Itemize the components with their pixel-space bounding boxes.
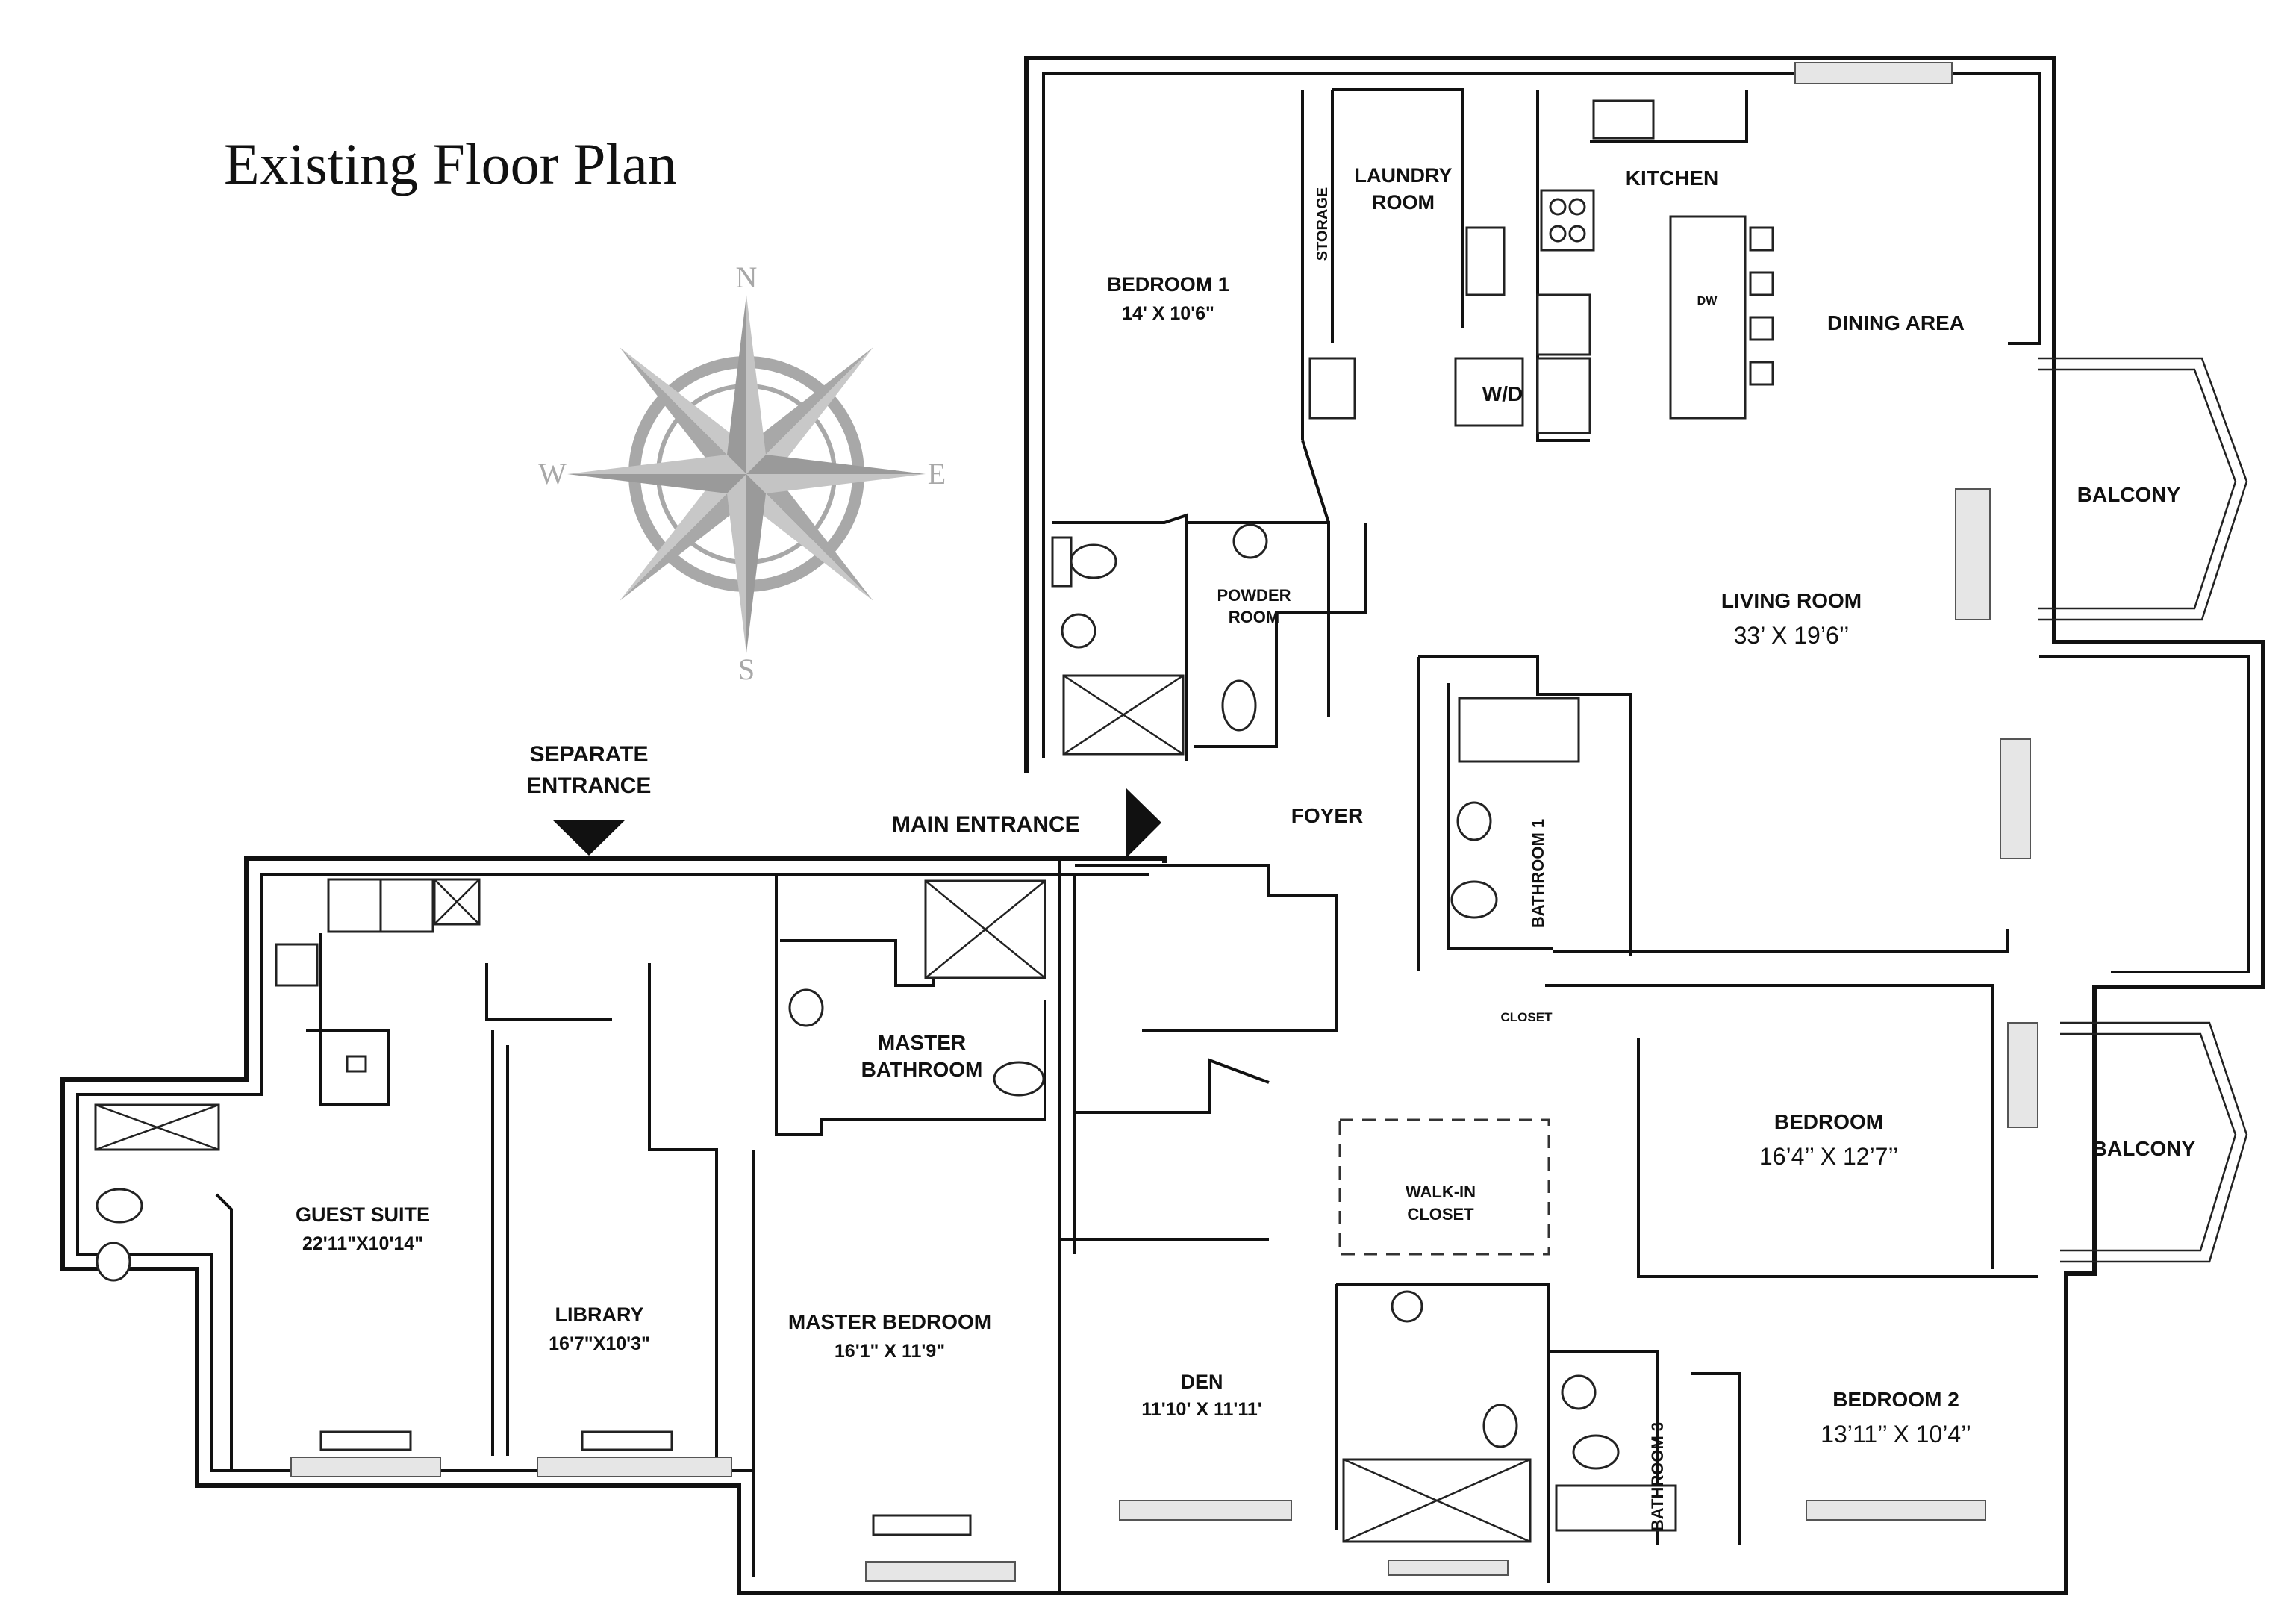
bathroom1-label: BATHROOM 1 bbox=[1529, 819, 1547, 928]
compass-west-label: W bbox=[538, 457, 567, 490]
main-entrance-arrow-icon bbox=[1126, 788, 1161, 859]
exterior-walls bbox=[60, 56, 2265, 1595]
powder-room-label-line2: ROOM bbox=[1229, 608, 1279, 626]
compass-east-label: E bbox=[928, 457, 946, 490]
bathroom3-label: BATHROOM 3 bbox=[1648, 1422, 1667, 1531]
walk-in-closet-label-line2: CLOSET bbox=[1407, 1205, 1474, 1224]
separate-entrance-label-line2: ENTRANCE bbox=[527, 773, 652, 798]
storage-label: STORAGE bbox=[1314, 187, 1331, 261]
den-dims: 11'10' X 11'11' bbox=[1141, 1399, 1261, 1420]
library-label: LIBRARY bbox=[555, 1303, 644, 1326]
separate-entrance-label-line1: SEPARATE bbox=[530, 742, 649, 767]
dishwasher-label: DW bbox=[1697, 295, 1718, 308]
plan-title: Existing Floor Plan bbox=[224, 131, 677, 196]
balcony-lower-label: BALCONY bbox=[2092, 1137, 2196, 1160]
closet-label: CLOSET bbox=[1501, 1010, 1553, 1024]
separate-entrance-arrow-icon bbox=[552, 820, 626, 856]
laundry-label-line1: LAUNDRY bbox=[1355, 164, 1453, 187]
interior-walls bbox=[215, 88, 2038, 1583]
washer-dryer-label: W/D bbox=[1482, 382, 1523, 405]
room-labels: SEPARATE ENTRANCE MAIN ENTRANCE BEDROOM … bbox=[296, 164, 2196, 1531]
master-bedroom-dims: 16'1" X 11'9" bbox=[835, 1341, 945, 1362]
walk-in-closet-label-line1: WALK-IN bbox=[1406, 1183, 1476, 1201]
laundry-label-line2: ROOM bbox=[1372, 191, 1435, 214]
dining-area-label: DINING AREA bbox=[1827, 311, 1965, 334]
balcony-structures bbox=[2038, 357, 2248, 1263]
bedroom-dims: 16’4’’ X 12’7’’ bbox=[1759, 1143, 1898, 1170]
guest-suite-label: GUEST SUITE bbox=[296, 1203, 430, 1226]
compass-south-label: S bbox=[738, 652, 755, 686]
windows bbox=[290, 62, 2038, 1582]
fixtures bbox=[94, 99, 1774, 1543]
master-bathroom-label-line2: BATHROOM bbox=[861, 1058, 983, 1081]
master-bedroom-label: MASTER BEDROOM bbox=[788, 1310, 991, 1333]
guest-suite-dims: 22'11"X10'14" bbox=[302, 1233, 423, 1254]
bedroom2-label: BEDROOM 2 bbox=[1832, 1388, 1959, 1411]
library-dims: 16'7"X10'3" bbox=[549, 1333, 650, 1354]
bedroom1-dims: 14' X 10'6" bbox=[1122, 303, 1214, 324]
balcony-upper-label: BALCONY bbox=[2077, 483, 2181, 506]
powder-room-label-line1: POWDER bbox=[1217, 586, 1291, 605]
foyer-label: FOYER bbox=[1291, 804, 1363, 827]
compass-rose-icon bbox=[567, 295, 926, 653]
master-bathroom-label-line1: MASTER bbox=[878, 1031, 966, 1054]
kitchen-label: KITCHEN bbox=[1626, 166, 1718, 190]
living-room-dims: 33’ X 19’6’’ bbox=[1734, 622, 1850, 649]
main-entrance-label: MAIN ENTRANCE bbox=[892, 812, 1080, 837]
bedroom1-label: BEDROOM 1 bbox=[1107, 273, 1229, 296]
compass-north-label: N bbox=[736, 261, 758, 294]
bedroom2-dims: 13’11’’ X 10’4’’ bbox=[1821, 1421, 1971, 1448]
den-label: DEN bbox=[1180, 1371, 1223, 1393]
living-room-label: LIVING ROOM bbox=[1721, 589, 1862, 612]
bedroom-label: BEDROOM bbox=[1774, 1110, 1883, 1133]
